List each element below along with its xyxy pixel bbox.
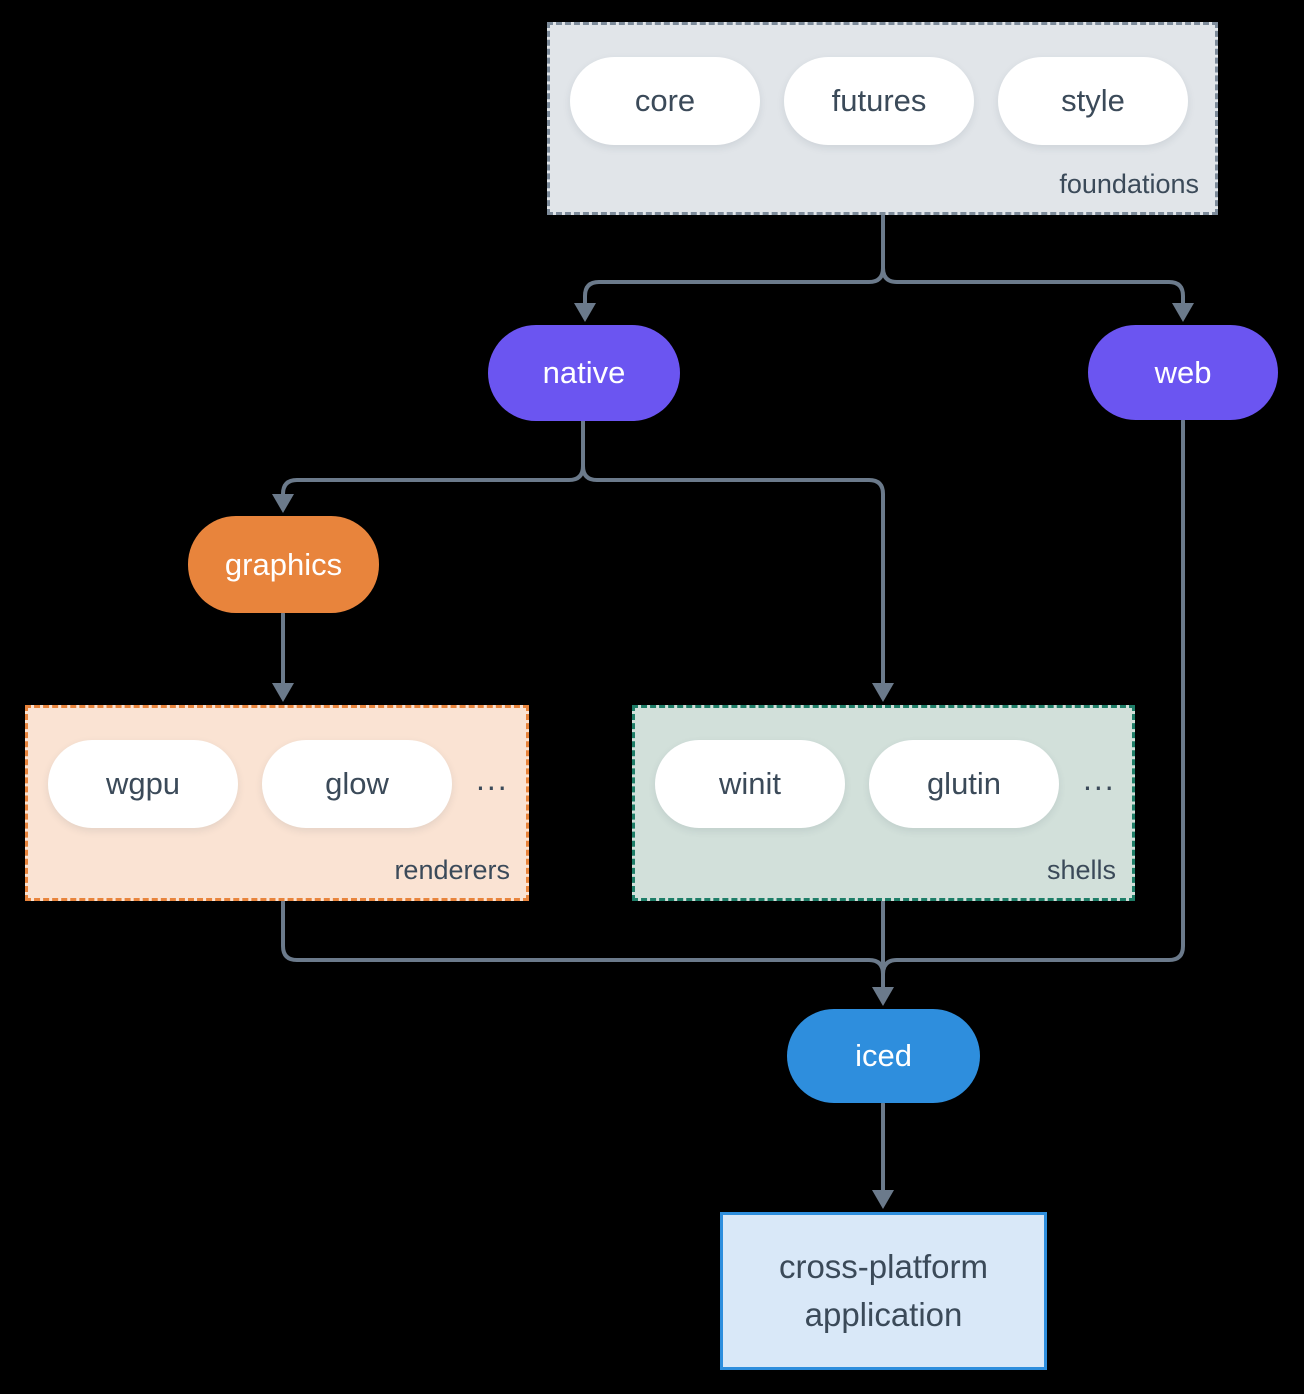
line-renderers-to-merge	[281, 900, 885, 976]
renderers-pill-row: wgpu glow ...	[48, 740, 509, 828]
node-core: core	[570, 57, 760, 145]
foundations-pill-row: core futures style	[570, 57, 1188, 145]
node-glutin-label: glutin	[926, 766, 1002, 801]
renderers-group-label: renderers	[394, 855, 510, 885]
foundations-group: core futures style foundations	[547, 22, 1218, 215]
node-winit-label: winit	[718, 766, 781, 801]
node-futures: futures	[784, 57, 974, 145]
node-glow: glow	[262, 740, 452, 828]
node-application-label: cross-platform application	[778, 1248, 989, 1333]
node-native: native	[488, 325, 680, 421]
arrow-native-to-graphics	[281, 419, 585, 500]
renderers-group: wgpu glow ... renderers	[25, 705, 529, 901]
arrowhead-shells-in	[872, 683, 894, 702]
arrow-foundations-to-native	[583, 214, 885, 306]
node-web-label: web	[1154, 354, 1212, 390]
foundations-group-label: foundations	[1059, 169, 1199, 199]
shells-pill-row: winit glutin ...	[655, 740, 1116, 828]
shells-ellipsis: ...	[1083, 760, 1116, 797]
arrow-foundations-to-web	[881, 214, 1185, 306]
renderers-ellipsis: ...	[476, 760, 509, 797]
node-winit: winit	[655, 740, 845, 828]
arrowhead-application-in	[872, 1190, 894, 1209]
arrowhead-native	[574, 303, 596, 322]
arrow-native-to-shells	[581, 419, 885, 690]
node-glutin: glutin	[869, 740, 1059, 828]
shells-group: winit glutin ... shells	[632, 705, 1135, 901]
arrowhead-web	[1172, 303, 1194, 322]
node-application: cross-platform application	[720, 1212, 1047, 1370]
node-graphics: graphics	[188, 516, 379, 613]
node-style-label: style	[1061, 83, 1125, 118]
node-glow-label: glow	[325, 766, 389, 801]
node-iced: iced	[787, 1009, 980, 1103]
node-futures-label: futures	[831, 83, 927, 118]
node-graphics-label: graphics	[224, 546, 343, 582]
node-native-label: native	[542, 355, 626, 390]
node-wgpu-label: wgpu	[105, 766, 181, 801]
node-web: web	[1088, 325, 1278, 420]
node-iced-label: iced	[855, 1038, 912, 1073]
node-core-label: core	[634, 83, 696, 118]
shells-group-label: shells	[1046, 855, 1116, 885]
arrowhead-iced-in	[872, 987, 894, 1006]
arrowhead-renderers-in	[272, 683, 294, 702]
arrowhead-graphics	[272, 494, 294, 513]
node-wgpu: wgpu	[48, 740, 238, 828]
node-style: style	[998, 57, 1188, 145]
